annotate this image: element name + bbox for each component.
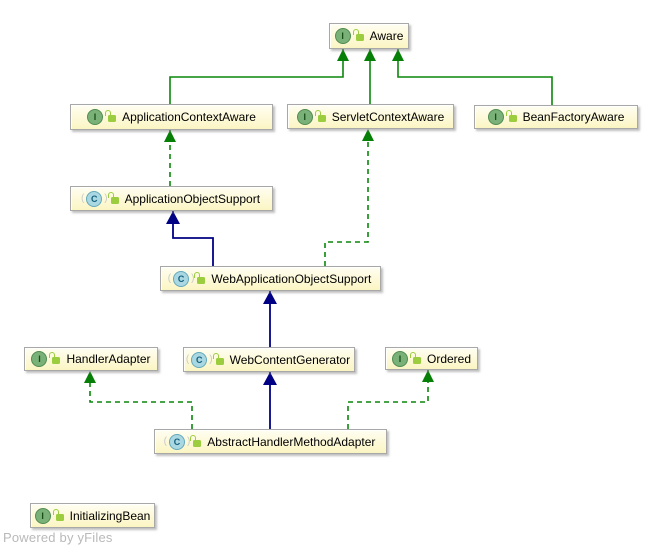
open-lock-icon — [314, 109, 326, 122]
node-application-context-aware[interactable]: I ApplicationContextAware — [70, 104, 273, 130]
node-label: WebContentGenerator — [229, 352, 351, 367]
class-icon-paren: ( — [185, 354, 190, 365]
class-icon: C — [191, 351, 208, 368]
node-label: ServletContextAware — [331, 109, 445, 124]
node-initializing-bean[interactable]: I InitializingBean — [30, 503, 155, 528]
interface-icon: I — [87, 109, 104, 125]
class-icon-paren: ) — [191, 273, 195, 284]
node-handler-adapter[interactable]: I HandlerAdapter — [24, 347, 158, 371]
interface-icon: I — [391, 350, 408, 367]
class-icon-paren: ( — [167, 273, 172, 284]
node-label: Ordered — [426, 351, 472, 366]
open-lock-icon — [212, 352, 224, 365]
open-lock-icon — [49, 352, 61, 364]
node-web-content-generator[interactable]: (C) WebContentGenerator — [183, 347, 355, 372]
interface-icon: I — [487, 109, 504, 125]
node-label: AbstractHandlerMethodAdapter — [207, 434, 376, 449]
node-web-application-object-support[interactable]: (C) WebApplicationObjectSupport — [160, 266, 381, 291]
class-icon-paren: ) — [186, 436, 191, 447]
open-lock-icon — [52, 508, 64, 521]
edge-implements-abstract-handler-method-adapter-to-ordered — [347, 370, 434, 429]
class-icon: C — [173, 270, 190, 287]
edge-inherits-web-application-object-support-to-application-object-support — [166, 211, 214, 266]
node-label: Aware — [369, 29, 404, 43]
class-icon-paren: ( — [80, 193, 85, 204]
node-label: WebApplicationObjectSupport — [211, 271, 372, 286]
interface-icon: I — [31, 351, 48, 367]
open-lock-icon — [105, 110, 117, 122]
class-icon-paren: ) — [209, 354, 213, 365]
node-label: ApplicationObjectSupport — [124, 191, 261, 206]
node-application-object-support[interactable]: (C) ApplicationObjectSupport — [70, 186, 273, 211]
yfiles-watermark: Powered by yFiles — [3, 530, 113, 545]
class-icon-paren: ) — [104, 193, 108, 204]
node-label: BeanFactoryAware — [522, 110, 625, 124]
node-label: HandlerAdapter — [66, 352, 151, 366]
node-label: InitializingBean — [69, 508, 151, 523]
class-icon: C — [86, 190, 103, 207]
edge-extends-application-context-aware-to-aware — [169, 49, 349, 104]
open-lock-icon — [409, 351, 421, 364]
edge-implements-web-application-object-support-to-servlet-context-aware — [324, 129, 374, 266]
edge-implements-abstract-handler-method-adapter-to-handler-adapter — [84, 371, 193, 429]
interface-icon: I — [296, 108, 313, 125]
node-ordered[interactable]: I Ordered — [385, 347, 478, 370]
open-lock-icon — [107, 191, 119, 204]
open-lock-icon — [190, 434, 202, 447]
node-servlet-context-aware[interactable]: I ServletContextAware — [287, 104, 454, 129]
node-label: ApplicationContextAware — [122, 110, 256, 124]
interface-icon: I — [334, 28, 351, 44]
open-lock-icon — [194, 271, 206, 284]
node-aware[interactable]: I Aware — [329, 23, 409, 49]
class-icon-paren: ( — [163, 436, 167, 447]
interface-icon: I — [34, 507, 51, 524]
node-bean-factory-aware[interactable]: I BeanFactoryAware — [474, 105, 638, 129]
open-lock-icon — [352, 29, 364, 41]
class-icon: C — [168, 433, 185, 450]
node-abstract-handler-method-adapter[interactable]: (C) AbstractHandlerMethodAdapter — [154, 429, 387, 454]
open-lock-icon — [505, 110, 517, 122]
edge-extends-bean-factory-aware-to-aware — [392, 49, 553, 105]
